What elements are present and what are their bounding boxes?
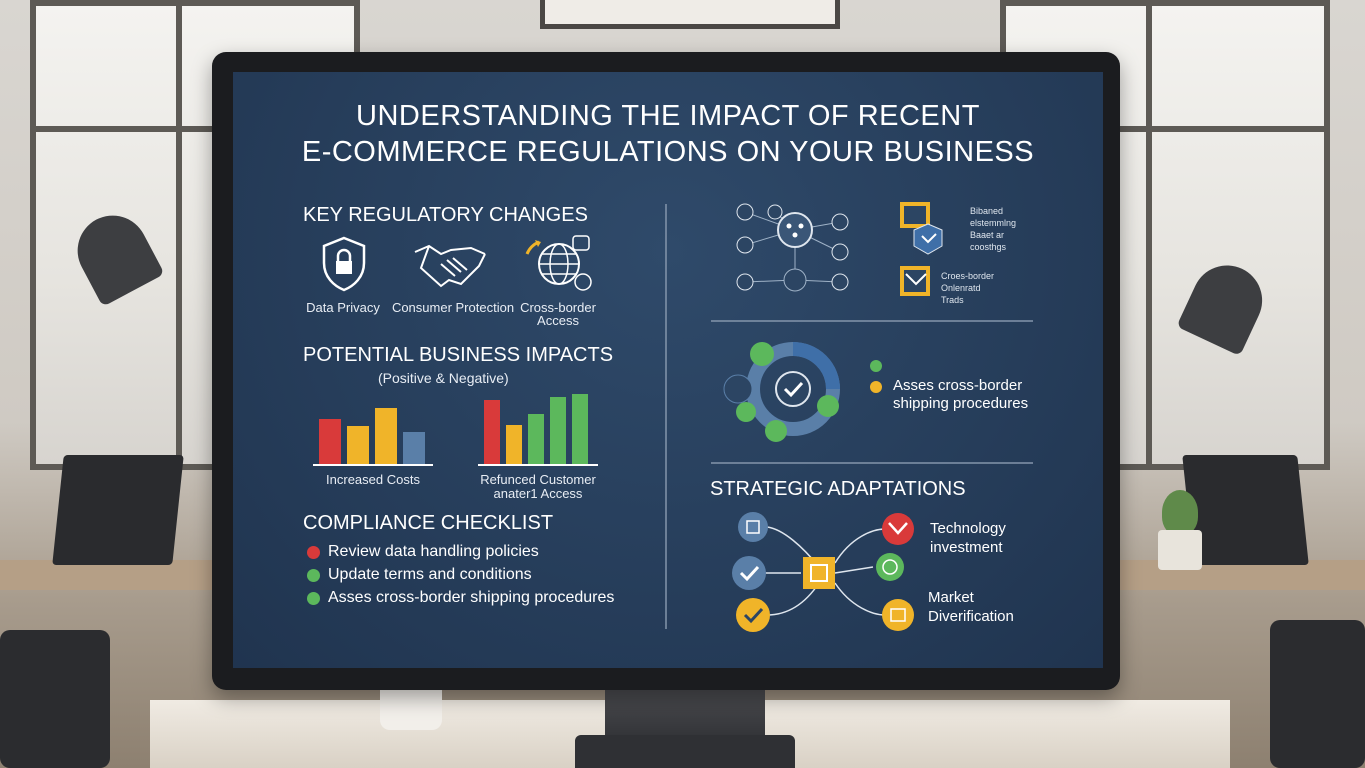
bar-4	[550, 397, 566, 464]
impacts-subheading: (Positive & Negative)	[378, 370, 509, 386]
checklist-check-icon	[307, 569, 320, 582]
bar-4	[403, 432, 425, 464]
slide-title-line2: E-COMMERCE REGULATIONS ON YOUR BUSINESS	[301, 136, 1035, 168]
checklist-item-1: Review data handling policies	[328, 543, 539, 560]
laptop-left	[52, 455, 184, 565]
ring-diagram-icon	[723, 342, 840, 442]
network-diagram-icon	[736, 203, 849, 292]
checklist-item-2: Update terms and conditions	[328, 566, 532, 583]
key-change-label-privacy: Data Privacy	[306, 300, 380, 315]
bar-3	[528, 414, 544, 464]
bar-5	[572, 394, 588, 464]
shield-lock-icon	[322, 236, 366, 292]
right-divider-bottom	[711, 462, 1033, 464]
monitor-base	[575, 735, 795, 768]
vertical-divider	[665, 204, 667, 629]
checklist-check-icon	[307, 546, 320, 559]
checklist-item-3: Asses cross-border shipping procedures	[328, 589, 615, 606]
status-check-icon	[870, 360, 882, 372]
key-change-label-access: Access	[537, 313, 579, 328]
note1-line4: coosthgs	[970, 242, 1007, 252]
note1-line2: elstemmlng	[970, 218, 1017, 228]
note2-line2: Onlenratd	[941, 283, 981, 293]
costs-chart-label: Increased Costs	[326, 472, 420, 487]
status-check-icon	[870, 381, 882, 393]
strategic-tech-line2: investment	[930, 539, 1003, 556]
checklist-heading: COMPLIANCE CHECKLIST	[303, 512, 554, 534]
globe-icon	[525, 235, 592, 291]
note1-line3: Baaet ar	[970, 230, 1005, 240]
note2-line1: Croes-border	[941, 271, 995, 281]
access-bar-chart	[478, 394, 598, 466]
right-middle-line1: Asses cross-border	[893, 377, 1023, 394]
right-divider-top	[711, 320, 1033, 322]
right-middle-line2: shipping procedures	[893, 395, 1029, 412]
checklist-check-icon	[307, 592, 320, 605]
chair-right	[1270, 620, 1365, 768]
impacts-heading: POTENTIAL BUSINESS IMPACTS	[303, 344, 614, 366]
desk-left	[0, 560, 215, 590]
note1-line1: Bibaned	[970, 206, 1004, 216]
plant	[1158, 490, 1202, 570]
key-change-label-consumer: Consumer Protection	[391, 300, 515, 315]
bar-2	[347, 426, 369, 464]
key-changes-heading: KEY REGULATORY CHANGES	[303, 204, 588, 226]
access-chart-label-line2: anater1 Access	[493, 486, 583, 501]
slide-screen: UNDERSTANDING THE IMPACT OF RECENT E-COM…	[233, 72, 1103, 668]
strategic-market-line2: Diverification	[928, 608, 1014, 625]
handshake-icon	[414, 244, 486, 288]
bar-1	[319, 419, 341, 464]
bar-3	[375, 408, 397, 464]
strategic-tech-line1: Technology	[930, 520, 1006, 537]
slide-title-line1: UNDERSTANDING THE IMPACT OF RECENT	[356, 100, 980, 132]
costs-bar-chart	[313, 402, 433, 466]
wall-frame	[540, 0, 840, 29]
access-chart-label-line1: Refunced Customer	[480, 472, 596, 487]
bar-1	[484, 400, 500, 464]
bar-2	[506, 425, 522, 464]
note2-line3: Trads	[941, 295, 964, 305]
layered-badges-icon	[900, 202, 943, 296]
strategic-heading: STRATEGIC ADAPTATIONS	[710, 478, 966, 500]
strategy-flow-diagram	[732, 512, 914, 632]
strategic-market-line1: Market	[928, 589, 974, 606]
chair-left	[0, 630, 110, 768]
key-change-label-crossborder: Cross-border	[520, 300, 596, 315]
